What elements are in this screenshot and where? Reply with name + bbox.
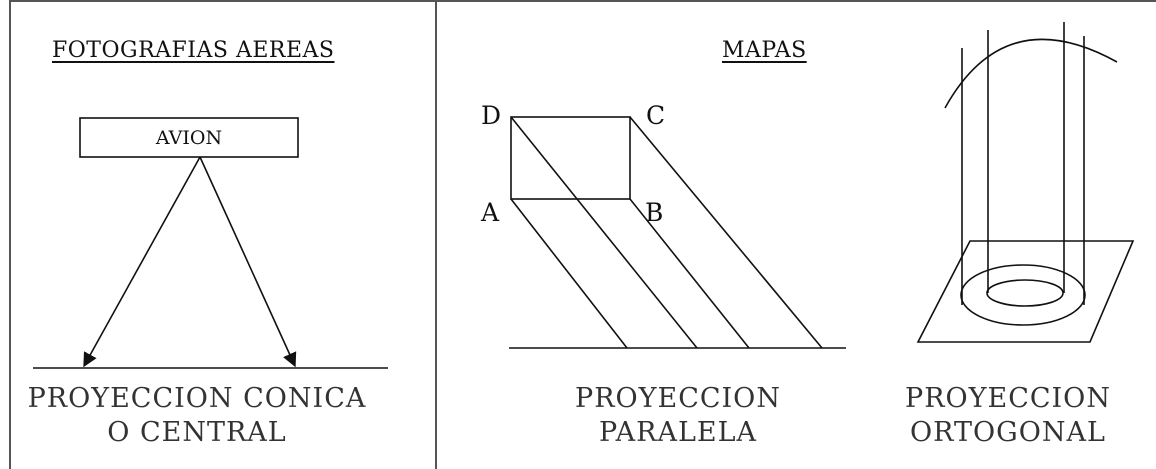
- projector-line-a: [510, 198, 628, 349]
- orthogonal-projection-figure: [916, 22, 1135, 343]
- orthogonal-caption-line-1: PROYECCION: [905, 383, 1111, 414]
- projector-line-d: [510, 116, 698, 349]
- ground-plane: [916, 240, 1135, 343]
- projected-rectangle: [510, 116, 631, 200]
- central-projection-figure: [33, 117, 388, 369]
- plane-box: [79, 117, 299, 158]
- conic-caption-line-2: O CENTRAL: [107, 417, 287, 448]
- parallel-projection-figure: [509, 116, 846, 349]
- plane-label: AVION: [155, 127, 223, 149]
- vertex-label-b: B: [645, 198, 664, 227]
- orthogonal-caption-line-2: ORTOGONAL: [910, 417, 1106, 448]
- frame: [9, 0, 1156, 469]
- orthogonal-projection-caption: PROYECCION ORTOGONAL: [878, 382, 1138, 450]
- outer-projected-ring: [960, 264, 1086, 326]
- inner-projected-ring: [986, 279, 1064, 307]
- vertex-label-d: D: [481, 101, 502, 130]
- parallel-caption-line-1: PROYECCION: [575, 383, 781, 414]
- parallel-projection-caption: PROYECCION PARALELA: [548, 382, 808, 450]
- aerial-photos-heading: FOTOGRAFIAS AEREAS: [52, 38, 335, 63]
- projector-line-c: [629, 116, 823, 349]
- parallel-caption-line-2: PARALELA: [598, 417, 758, 448]
- projection-ray-right: [199, 156, 297, 368]
- conic-caption-line-1: PROYECCION CONICA: [27, 383, 367, 414]
- projection-ray-left: [83, 156, 201, 368]
- conic-projection-caption: PROYECCION CONICA O CENTRAL: [18, 382, 376, 450]
- maps-heading: MAPAS: [722, 38, 807, 63]
- vertex-label-c: C: [646, 101, 666, 130]
- projector-line-b: [629, 198, 750, 349]
- vertex-label-a: A: [481, 198, 500, 227]
- projected-curve: [944, 38, 1118, 109]
